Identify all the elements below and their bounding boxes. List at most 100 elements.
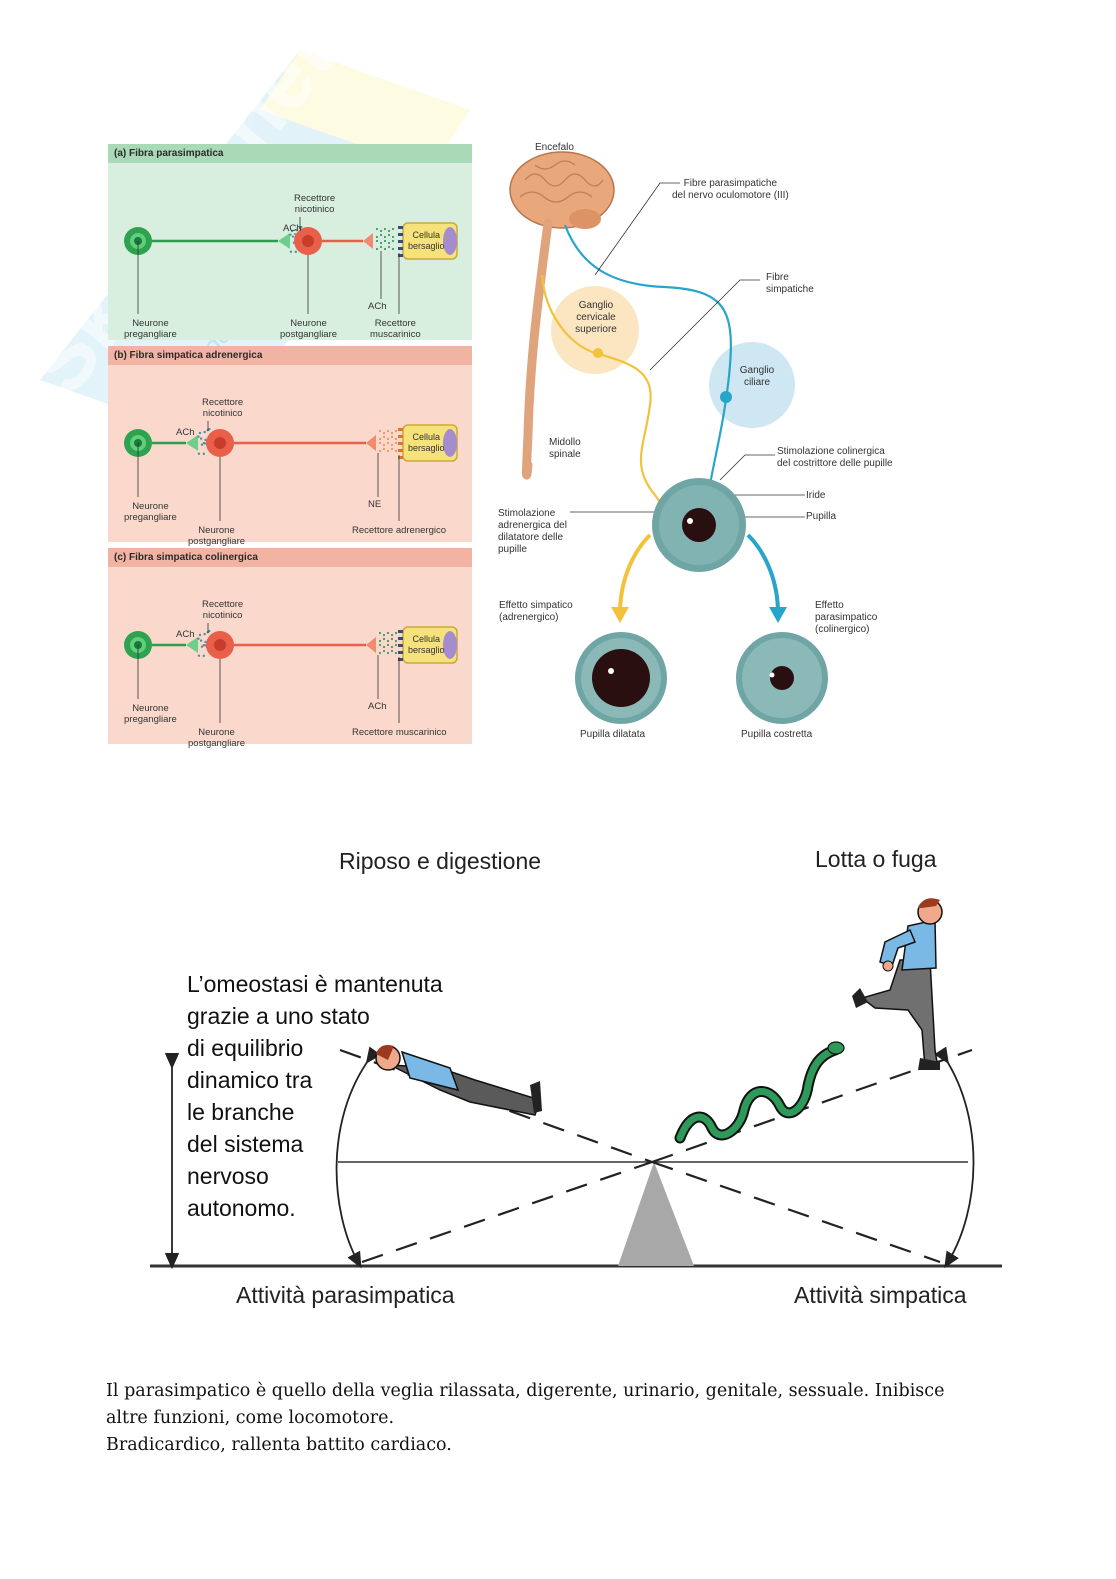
label-line: Cellula: [412, 634, 441, 644]
label-line: del nervo oculomotore (III): [672, 190, 789, 201]
ach-vesicle: [197, 654, 201, 657]
label-line: Ganglio: [578, 300, 614, 311]
neurotransmitter-vesicle: [382, 637, 386, 641]
receptor: [398, 456, 403, 459]
neurotransmitter-vesicle: [382, 447, 386, 451]
label-line: adrenergica del: [498, 520, 567, 531]
label-line: Cellula: [412, 230, 441, 240]
neurotransmitter-vesicle: [375, 247, 379, 251]
label-line: Effetto: [815, 600, 844, 611]
neurotransmitter-vesicle: [386, 449, 390, 453]
spinal-cord-label: Midollo spinale: [549, 437, 581, 461]
ach-top-label: ACh: [283, 223, 301, 234]
receptor: [398, 247, 403, 250]
label-line: Recettore: [202, 599, 244, 610]
neurotransmitter-vesicle: [391, 247, 395, 251]
ach-top-label: ACh: [176, 629, 194, 640]
ach-vesicle: [290, 229, 294, 233]
sympathetic-fibers-label: Fibre simpatiche: [766, 272, 814, 296]
parasympathetic-lower-line: [361, 1160, 653, 1264]
brain-icon: [509, 151, 615, 229]
label-line: postgangliare: [188, 536, 246, 547]
neurotransmitter-vesicle: [378, 651, 382, 655]
preganglionic-terminal: [186, 637, 198, 653]
neurotransmitter-bottom-label: ACh: [368, 701, 386, 712]
postganglionic-neuron-icon: [206, 429, 234, 457]
label-line: ACh: [176, 427, 195, 438]
neuron-pathway-svg: [124, 623, 458, 723]
neurotransmitter-vesicle: [387, 241, 391, 245]
label-line: Neurone: [132, 318, 169, 329]
sympathetic-activity-label: Attività simpatica: [794, 1282, 967, 1308]
neurotransmitter-vesicle: [379, 233, 383, 237]
neurotransmitter-vesicle: [382, 431, 386, 435]
neurotransmitter-vesicle: [378, 643, 382, 647]
neurotransmitter-vesicle: [382, 443, 386, 447]
neurotransmitter-vesicle: [386, 441, 390, 445]
parasympathetic-arrow: [746, 533, 780, 614]
receptor: [398, 644, 403, 647]
text-line: L’omeostasi è mantenuta: [187, 971, 443, 997]
neurotransmitter-vesicle: [383, 235, 387, 239]
label-line: del costrittore delle pupille: [777, 458, 893, 469]
label-line: bersaglio: [408, 443, 445, 453]
label-line: pregangliare: [124, 714, 177, 725]
panel-title: (c) Fibra simpatica colinergica: [108, 548, 472, 567]
neurotransmitter-vesicle: [386, 639, 390, 643]
neurotransmitter-vesicle: [391, 235, 395, 239]
neurotransmitter-vesicle: [390, 649, 394, 653]
homeostasis-text: L’omeostasi è mantenuta grazie a uno sta…: [187, 968, 443, 1224]
receptor: [398, 442, 403, 445]
ach-vesicle: [202, 654, 206, 658]
neurotransmitter-vesicle: [382, 649, 386, 653]
leader-lines: [137, 623, 400, 723]
cholinergic-stimulation-label: Stimolazione colinergica del costrittore…: [777, 446, 893, 470]
label-line: nicotinico: [294, 204, 335, 215]
label-line: nicotinico: [202, 408, 243, 419]
ach-vesicle: [199, 437, 203, 440]
label-line: Recettore muscarinico: [352, 727, 447, 738]
body-paragraph: Il parasimpatico è quello della veglia r…: [106, 1378, 1016, 1459]
text-line: Il parasimpatico è quello della veglia r…: [106, 1381, 945, 1401]
encefalo-label: Encefalo: [535, 142, 574, 153]
fight-flight-title: Lotta o fuga: [815, 846, 937, 872]
ach-vesicle: [203, 430, 206, 434]
label-line: Stimolazione: [498, 508, 556, 519]
ach-vesicle: [203, 442, 207, 445]
neurotransmitter-vesicle: [378, 639, 382, 643]
text-line: dinamico tra: [187, 1067, 313, 1093]
label-line: Recettore: [294, 193, 336, 204]
label-line: parasimpatico: [815, 612, 878, 623]
label-line: Neurone: [198, 727, 235, 738]
neurotransmitter-vesicle: [390, 435, 394, 439]
ach-vesicle: [202, 452, 206, 456]
leader-lines: [137, 421, 400, 521]
neurotransmitter-vesicle: [382, 435, 386, 439]
cervical-ganglion-label: Ganglio cervicale superiore: [566, 300, 626, 336]
text-line: autonomo.: [187, 1195, 296, 1221]
sympathetic-arrow: [618, 533, 652, 614]
neurotransmitter-vesicle: [383, 239, 387, 243]
eye-icon: [652, 478, 746, 572]
neurotransmitter-vesicle: [387, 229, 391, 233]
text-line: del sistema: [187, 1131, 304, 1157]
target-receptor-label: Recettore adrenergico: [352, 525, 446, 536]
neurotransmitter-vesicle: [390, 431, 394, 435]
label-line: NE: [368, 499, 382, 510]
label-line: Recettore adrenergico: [352, 525, 446, 536]
neurotransmitter-vesicle: [387, 245, 391, 249]
ach-vesicle: [208, 629, 211, 633]
ach-vesicle: [200, 443, 204, 446]
neuron-panel-a: (a) Fibra parasimpatica: [108, 144, 472, 340]
neurotransmitter-vesicle: [386, 437, 390, 441]
label-line: Fibre: [766, 272, 789, 283]
label-line: Recettore: [202, 397, 244, 408]
sympathetic-effect-label: Effetto simpatico (adrenergico): [499, 600, 573, 624]
